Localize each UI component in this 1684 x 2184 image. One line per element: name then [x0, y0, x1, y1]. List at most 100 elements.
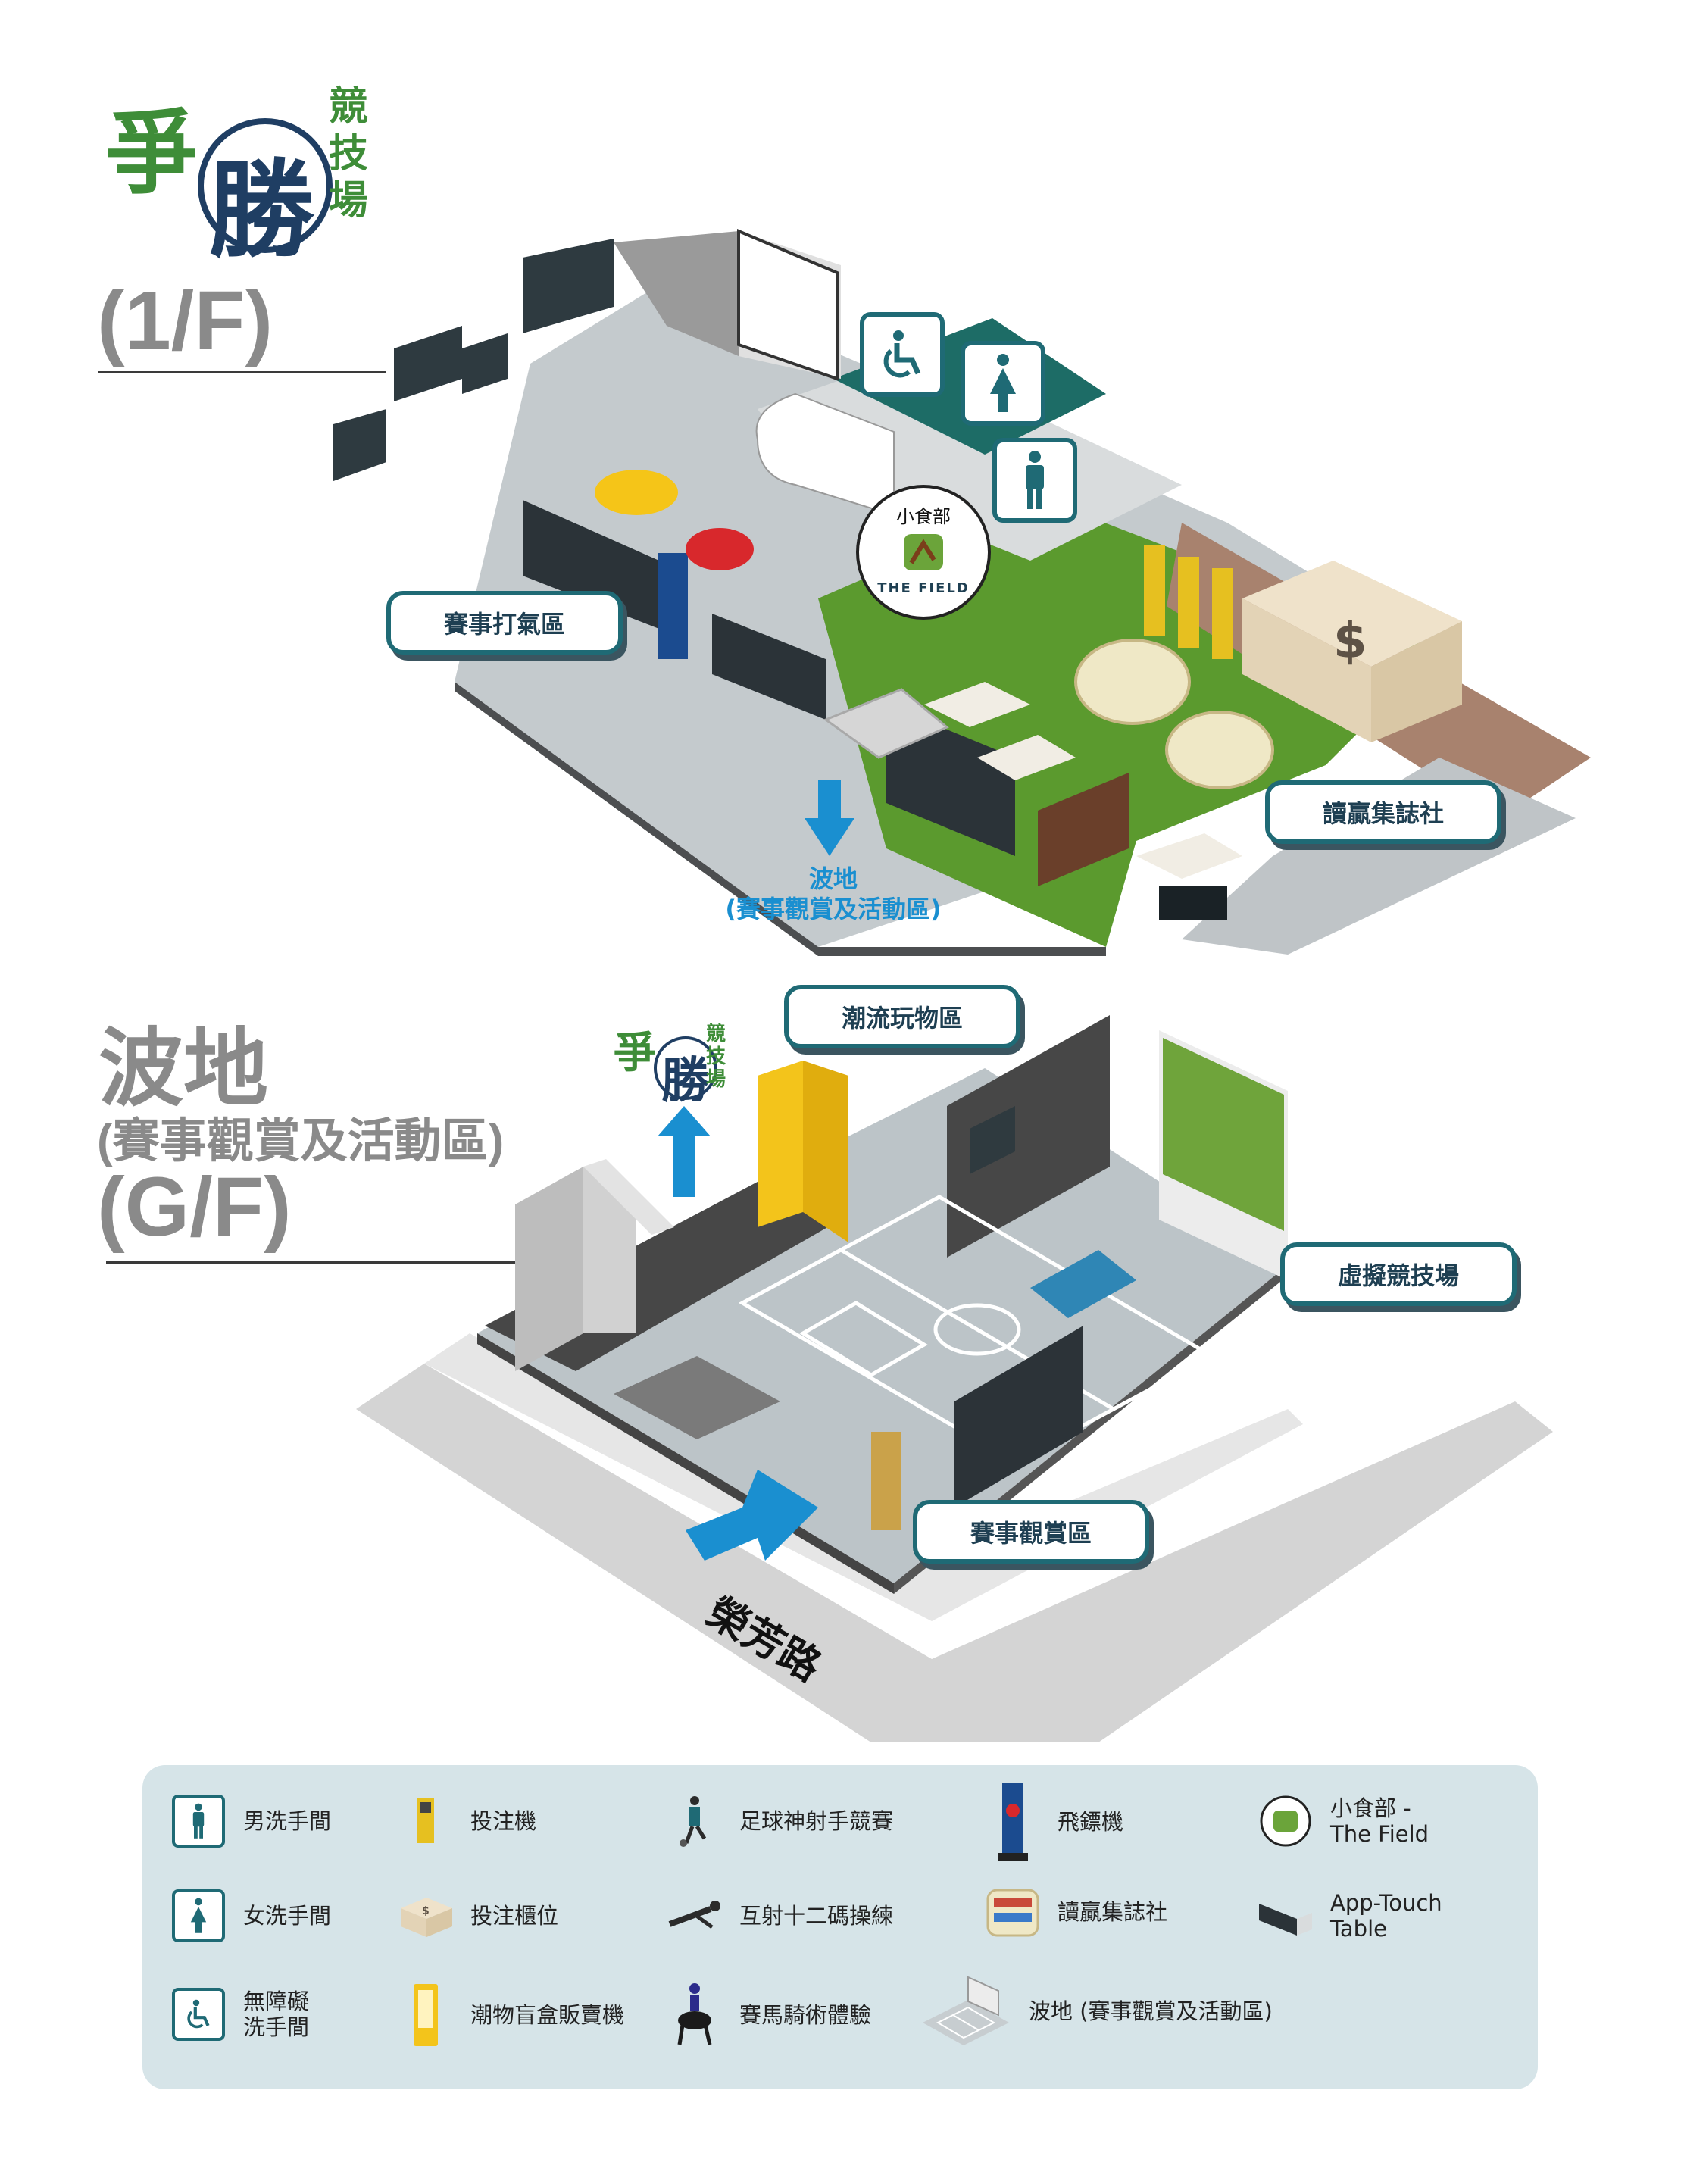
legend-label-app-touch-line2: Table — [1330, 1916, 1387, 1942]
legend-item-magazine-shelf: 讀贏集誌社 — [983, 1882, 1167, 1942]
legend-label-blind-box: 潮物盲盒販賣機 — [470, 2002, 625, 2028]
venue-title-vertical: 競 技 場 — [326, 83, 371, 224]
1f-round-shelf-b — [1165, 711, 1274, 789]
floor-title-1f-rule — [98, 371, 386, 373]
gf-vending-machine-1 — [758, 1061, 803, 1227]
legend-label-snack-bar-line1: 小食部 - — [1330, 1795, 1411, 1821]
1f-table-3 — [1136, 833, 1242, 879]
legend-item-male-toilet: 男洗手間 — [169, 1792, 331, 1851]
legend-label-female-toilet: 女洗手間 — [243, 1903, 332, 1929]
legend-item-horse-riding: 賽馬騎術體驗 — [665, 1977, 871, 2053]
venue-title-vertical-small: 競 技 場 — [705, 1023, 727, 1091]
snack-bar-logo-icon — [904, 534, 943, 570]
legend-label-football-shooter: 足球神射手競賽 — [739, 1808, 894, 1834]
floor-title-gf-line1: 波地 — [98, 1021, 268, 1116]
gf-vending-machine-2 — [803, 1061, 848, 1242]
gf-staircase-front — [515, 1167, 583, 1371]
gf-staircase-steps — [583, 1159, 674, 1235]
legend-item-blind-box: 潮物盲盒販賣機 — [396, 1977, 624, 2053]
1f-bookcase — [1038, 773, 1129, 886]
logo-small-char-1: 爭 — [614, 1028, 656, 1078]
accessible-toilet-sign — [860, 312, 945, 397]
1f-screen-3 — [333, 409, 386, 481]
legend-label-pitch-area: 波地 (賽事觀賞及活動區) — [1029, 1998, 1273, 2024]
1f-red-sofa — [686, 528, 754, 570]
legend-label-penalty-practice: 互射十二碼操練 — [739, 1903, 894, 1929]
legend-item-penalty-practice: 互射十二碼操練 — [665, 1886, 893, 1945]
1f-screen-bank-right — [886, 705, 1015, 856]
app-touch-table-icon — [1256, 1886, 1315, 1945]
logo-small: 爭 勝 — [610, 1015, 746, 1109]
legend-label-betting-counter: 投注櫃位 — [470, 1903, 559, 1929]
gf-couch — [1030, 1250, 1136, 1318]
gf-projection-screen — [1163, 1038, 1284, 1231]
gf-screen-bank — [954, 1326, 1083, 1508]
legend-item-snack-bar: 小食部 - The Field — [1256, 1792, 1429, 1851]
1f-betting-machine-1 — [1144, 545, 1165, 636]
1f-betting-counter-right — [1371, 621, 1462, 742]
1f-table-2 — [977, 735, 1076, 780]
floor-title-gf-line2: (賽事觀賞及活動區) — [97, 1115, 505, 1167]
venue-title-char-3: 場 — [328, 178, 368, 223]
legend-item-pitch-area: 波地 (賽事觀賞及活動區) — [915, 1970, 1273, 2053]
legend-label-accessible-toilet: 無障礙 洗手間 — [243, 1989, 309, 2040]
legend-label-snack-bar-line2: The Field — [1330, 1821, 1429, 1847]
female-toilet-sign — [961, 341, 1045, 426]
zone-label-virtual: 虛擬競技場 — [1280, 1242, 1517, 1306]
legend-label-accessible-line1: 無障礙 — [243, 1989, 310, 2014]
svg-text:$: $ — [422, 1905, 430, 1917]
horse-riding-icon — [665, 1977, 724, 2053]
legend-label-male-toilet: 男洗手間 — [243, 1808, 332, 1834]
logo-small-char-2: 勝 — [661, 1052, 710, 1109]
legend-item-female-toilet: 女洗手間 — [169, 1886, 331, 1945]
legend-label-app-touch-line1: App-Touch — [1330, 1890, 1442, 1916]
betting-counter-icon: $ — [396, 1886, 455, 1945]
pitch-area-icon — [915, 1970, 1014, 2053]
legend-item-betting-counter: $ 投注櫃位 — [396, 1886, 558, 1945]
venue-title-small-char-1: 競 — [705, 1023, 726, 1045]
legend-label-accessible-line2: 洗手間 — [243, 2014, 310, 2040]
legend-item-app-touch-table: App-Touch Table — [1256, 1886, 1442, 1945]
male-toilet-icon — [169, 1792, 228, 1851]
gf-floor — [477, 1068, 1288, 1583]
magazine-shelf-icon — [983, 1882, 1042, 1942]
1f-dart-machine — [658, 553, 688, 659]
1f-screen-bank-left — [523, 500, 659, 629]
venue-title-small-char-2: 技 — [705, 1045, 726, 1068]
zone-label-viewing: 賽事觀賞區 — [913, 1500, 1149, 1564]
down-link-line1: 波地 — [808, 864, 858, 893]
legend-label-betting-machine: 投注機 — [470, 1808, 537, 1834]
logo-char-2: 勝 — [208, 148, 315, 273]
football-shooter-icon — [665, 1792, 724, 1851]
floor-title-gf-line3: (G/F) — [97, 1161, 292, 1254]
1f-stairwell — [823, 688, 949, 759]
gf-back-wall-left — [947, 1015, 1110, 1258]
accessible-icon — [883, 330, 921, 378]
gf-up-arrow — [658, 1106, 711, 1197]
logo-char-1: 爭 — [106, 100, 197, 207]
logo-small-emblem-icon — [654, 1036, 717, 1100]
1f-back-wall-a — [614, 231, 739, 356]
down-link-text: 波地 (賽事觀賞及活動區) — [682, 864, 985, 924]
betting-counter-dollar: $ — [1333, 614, 1367, 670]
1f-down-arrow — [805, 780, 854, 856]
logo: 爭 勝 — [91, 72, 379, 273]
accessible-toilet-icon — [169, 1985, 228, 2044]
gf-betting-machine — [871, 1432, 901, 1530]
gf-pavement-outer — [356, 1364, 1553, 1742]
legend-panel: 男洗手間 投注機 足球神射手競賽 飛鏢機 小食部 - The Field 女洗手… — [142, 1765, 1538, 2089]
zone-label-cheer: 賽事打氣區 — [386, 591, 623, 655]
legend-item-accessible-toilet: 無障礙 洗手間 — [169, 1985, 309, 2044]
gf-bench — [614, 1356, 780, 1439]
zone-label-trend: 潮流玩物區 — [784, 985, 1020, 1048]
gf-entrance-arrow — [686, 1470, 818, 1561]
gf-wall-screen — [970, 1106, 1015, 1174]
legend-label-horse-riding: 賽馬騎術體驗 — [739, 2002, 872, 2028]
male-toilet-icon — [1026, 451, 1044, 509]
legend-label-snack-bar: 小食部 - The Field — [1330, 1795, 1429, 1847]
male-toilet-sign — [992, 438, 1077, 523]
1f-screen-1 — [523, 239, 614, 333]
snack-bar-badge: 小食部 THE FIELD — [856, 485, 991, 620]
gf-staircase-side — [583, 1167, 636, 1333]
1f-yellow-sofa — [595, 470, 678, 515]
